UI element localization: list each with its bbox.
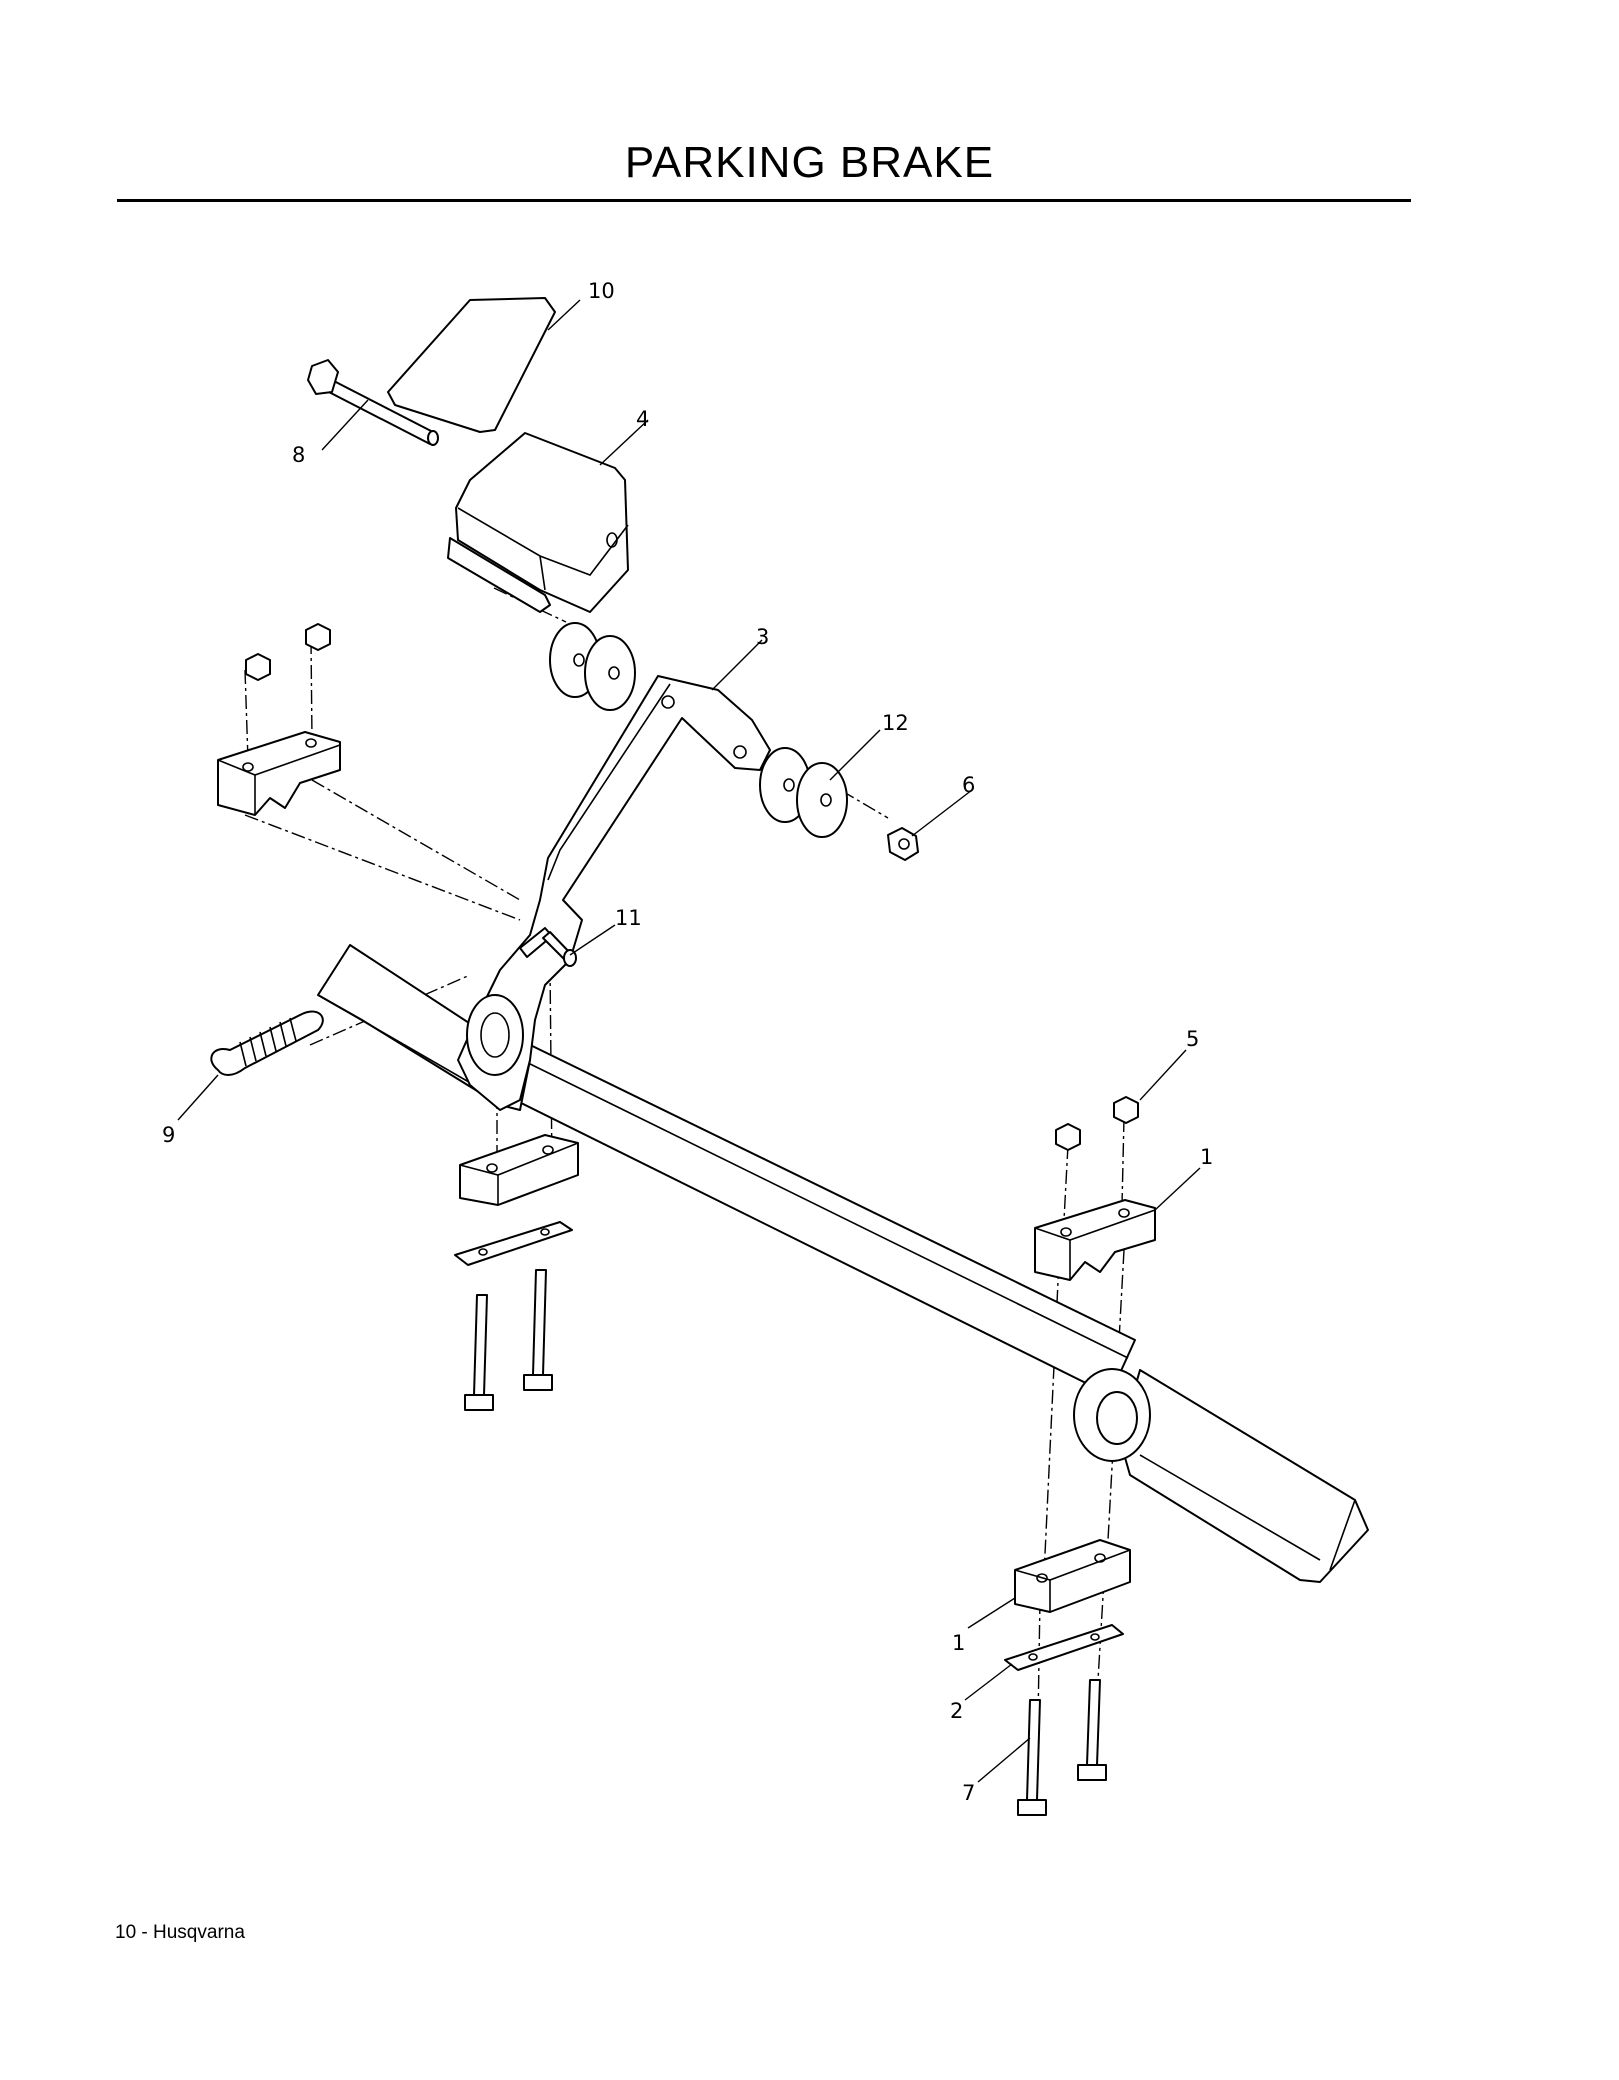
lower-left-bearing-block [454, 1134, 579, 1411]
page-title: PARKING BRAKE [624, 138, 995, 187]
callout-1-upper: 1 [1200, 1145, 1213, 1169]
lock-nut [887, 827, 919, 861]
callout-6: 6 [962, 773, 975, 797]
washers [549, 622, 848, 838]
brake-pedal-pad [387, 297, 556, 433]
callout-9: 9 [162, 1123, 175, 1147]
callout-12: 12 [882, 711, 909, 735]
page-footer: 10 - Husqvarna [115, 1922, 245, 1943]
callout-8: 8 [292, 443, 305, 467]
callout-2: 2 [950, 1699, 963, 1723]
clevis-pin [542, 931, 577, 967]
right-brake-paddle [1073, 1368, 1369, 1583]
callout-labels: 10 8 4 3 12 6 11 5 9 1 1 2 7 [162, 279, 1213, 1805]
upper-left-bearing-block [217, 623, 341, 816]
title-rule [117, 199, 1411, 202]
pedal-pivot-bolt [307, 359, 439, 446]
cross-shaft [504, 1039, 1136, 1396]
return-spring [210, 1010, 324, 1076]
leader-lines [177, 299, 1201, 1783]
callout-3: 3 [756, 625, 769, 649]
brake-pedal [447, 432, 629, 613]
callout-5: 5 [1186, 1027, 1199, 1051]
callout-11: 11 [615, 906, 642, 930]
lower-right-bearing-block [1004, 1539, 1131, 1816]
callout-7: 7 [962, 1781, 975, 1805]
assembly-lines [244, 415, 1125, 1721]
callout-1-lower: 1 [952, 1631, 965, 1655]
callout-4: 4 [636, 407, 649, 431]
brake-arm [457, 675, 771, 1111]
upper-right-bearing-block [1034, 1096, 1156, 1281]
callout-10: 10 [588, 279, 615, 303]
